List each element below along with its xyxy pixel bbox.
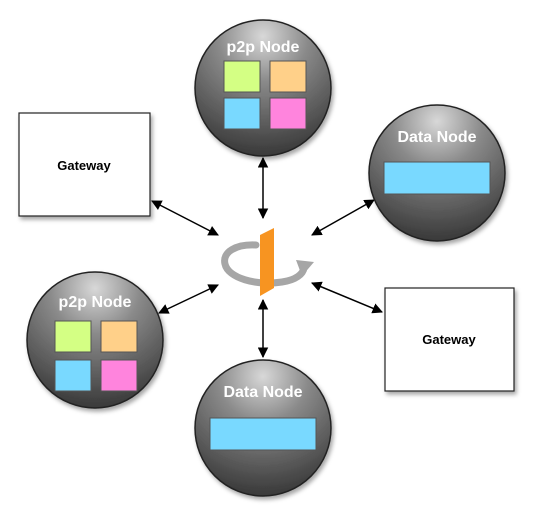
- tile-blue: [54, 359, 92, 392]
- gateway-left-label: Gateway: [57, 158, 111, 173]
- gateway-left: Gateway: [18, 112, 151, 217]
- tile-pink: [269, 97, 307, 130]
- data-node-right-title: Data Node: [397, 129, 476, 146]
- gateway-right-label: Gateway: [422, 332, 476, 347]
- arrow-hub-gateway-left: [151, 200, 219, 236]
- data-node-bottom-title: Data Node: [223, 384, 302, 401]
- arrow-hub-gateway-right: [311, 281, 383, 314]
- data-bar: [383, 161, 491, 195]
- gateway-right: Gateway: [384, 287, 515, 392]
- tile-orange: [100, 320, 138, 353]
- tile-green: [54, 320, 92, 353]
- tile-blue: [223, 97, 261, 130]
- data-node-bottom: Data Node: [194, 359, 332, 497]
- p2p-node-left-title: p2p Node: [59, 294, 132, 311]
- p2p-node-top: p2p Node: [194, 19, 332, 157]
- arrow-hub-data-right: [311, 199, 375, 236]
- data-bar: [209, 417, 317, 451]
- tile-green: [223, 60, 261, 93]
- p2p-node-left-circle: [26, 271, 164, 409]
- connector-arrows: [151, 156, 383, 359]
- hub-gray-swirl: [221, 241, 308, 287]
- gateway-right-box: [384, 287, 515, 392]
- data-node-right: Data Node: [368, 104, 506, 242]
- hub-gray-arrowhead: [296, 260, 314, 276]
- tile-orange: [269, 60, 307, 93]
- p2p-node-top-title: p2p Node: [227, 39, 300, 56]
- arrow-hub-p2p-left: [158, 284, 219, 314]
- rotating-hub-icon: [221, 228, 314, 296]
- gateway-left-box: [18, 112, 151, 217]
- tile-pink: [100, 359, 138, 392]
- hub-orange-bar: [260, 228, 274, 296]
- p2p-node-left: p2p Node: [26, 271, 164, 409]
